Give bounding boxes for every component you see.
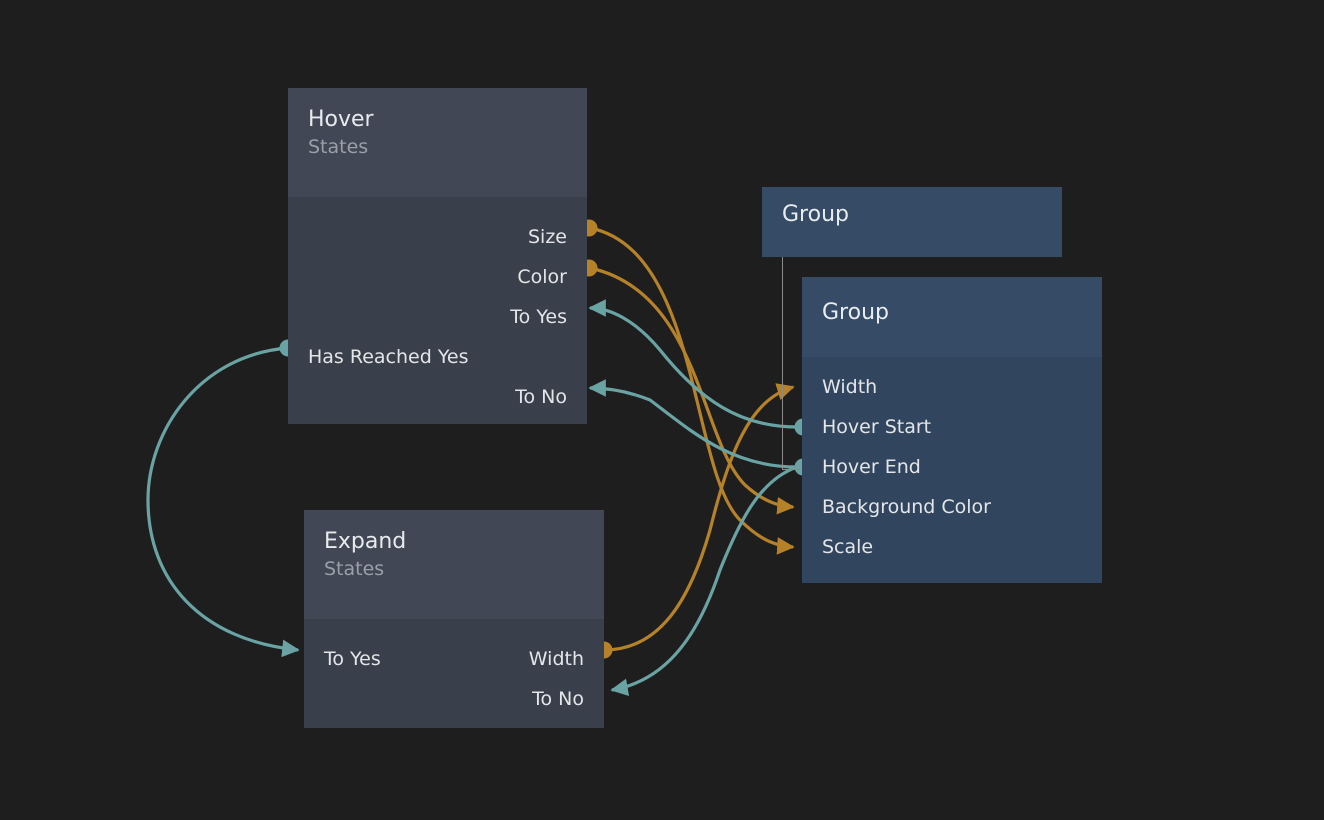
port-group-background-color[interactable]: Background Color xyxy=(822,496,991,518)
edge-group-hover-end-to-expand-to-no xyxy=(610,465,798,696)
node-hover-subtitle: States xyxy=(308,136,369,158)
port-group-hover-end[interactable]: Hover End xyxy=(822,456,921,478)
edge-hover-size-to-group-scale xyxy=(589,226,795,555)
port-group-width[interactable]: Width xyxy=(822,376,878,398)
node-expand-body: To Yes Width To No xyxy=(304,619,604,728)
port-hover-color[interactable]: Color xyxy=(517,266,567,288)
port-group-scale[interactable]: Scale xyxy=(822,536,874,558)
node-group-body: Width Hover Start Hover End Background C… xyxy=(802,357,1102,583)
port-group-hover-start[interactable]: Hover Start xyxy=(822,416,932,438)
port-hover-to-yes[interactable]: To Yes xyxy=(510,306,567,328)
node-group[interactable]: Group Width Hover Start Hover End Backgr… xyxy=(802,277,1102,583)
node-hover-title: Hover xyxy=(308,107,374,132)
edge-group-hover-end-to-hover-to-no xyxy=(588,379,798,469)
port-hover-size[interactable]: Size xyxy=(527,226,567,248)
port-expand-to-yes[interactable]: To Yes xyxy=(324,648,381,670)
port-expand-to-no[interactable]: To No xyxy=(532,688,584,710)
node-expand[interactable]: Expand States To Yes Width To No xyxy=(304,510,604,728)
edge-group-hover-start-to-hover-to-yes xyxy=(588,299,798,429)
node-hover-header[interactable]: Hover States xyxy=(288,88,587,197)
node-expand-subtitle: States xyxy=(324,558,385,580)
group-connector-horizontal xyxy=(782,469,804,470)
node-expand-title: Expand xyxy=(324,529,407,554)
port-expand-width[interactable]: Width xyxy=(528,648,584,670)
node-expand-header[interactable]: Expand States xyxy=(304,510,604,619)
node-hover-body: Size Color To Yes Has Reached Yes To No xyxy=(288,197,587,424)
node-group-header-bar[interactable]: Group xyxy=(762,187,1062,257)
node-group-header-bar-header[interactable]: Group xyxy=(762,187,1062,257)
node-group-title: Group xyxy=(822,300,889,325)
node-hover[interactable]: Hover States Size Color To Yes Has Reach… xyxy=(288,88,587,424)
node-group-header-bar-title: Group xyxy=(782,202,849,227)
port-hover-to-no[interactable]: To No xyxy=(515,386,567,408)
group-connector-vertical xyxy=(782,257,783,470)
edge-hover-has-reached-yes-to-expand-to-yes xyxy=(146,346,300,658)
group-connector-line xyxy=(782,257,804,471)
port-hover-has-reached-yes[interactable]: Has Reached Yes xyxy=(308,346,469,368)
edge-hover-color-to-group-background-color xyxy=(589,266,795,515)
node-group-header[interactable]: Group xyxy=(802,277,1102,357)
edge-expand-width-to-group-width xyxy=(603,383,795,652)
